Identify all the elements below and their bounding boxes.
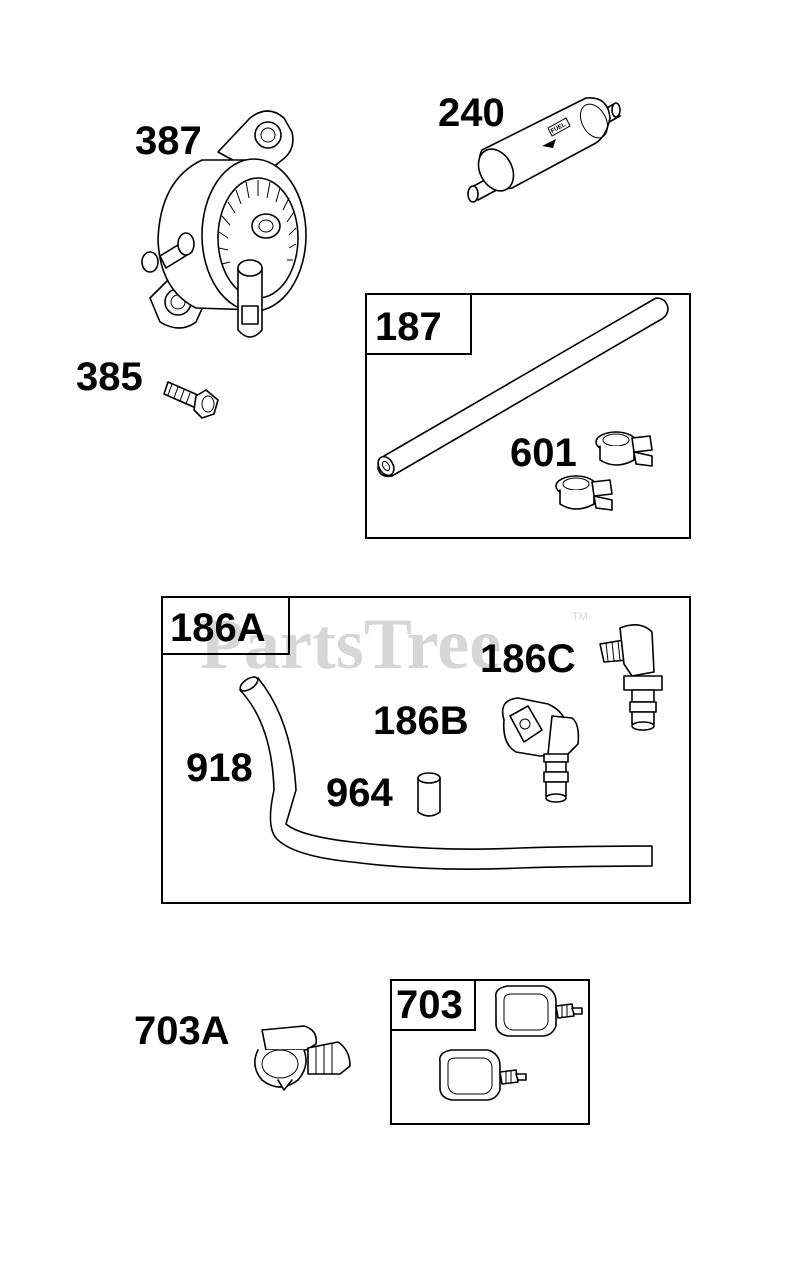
clamp-703-illustration[interactable] [438, 1049, 527, 1101]
hose-clamp-illustration[interactable] [555, 475, 613, 511]
part-label-601: 601 [510, 431, 577, 475]
part-label-964: 964 [326, 771, 393, 815]
hose-clamp-illustration[interactable] [595, 431, 653, 467]
fuel-hose-918-illustration[interactable] [238, 674, 653, 870]
fuel-line-kit-box [365, 293, 691, 539]
part-label-385: 385 [76, 355, 143, 399]
clamp-703-illustration[interactable] [494, 985, 583, 1037]
vent-valve-186B-illustration[interactable] [501, 697, 580, 803]
vent-valve-186C-illustration[interactable] [599, 624, 663, 731]
screw-illustration[interactable] [163, 381, 219, 419]
clamp-kit-box [390, 979, 590, 1125]
part-label-918: 918 [186, 746, 253, 790]
part-label-240: 240 [438, 91, 505, 135]
clip-703A-illustration[interactable] [254, 1025, 351, 1091]
fuel-line-tube-illustration[interactable] [375, 297, 669, 478]
box-label-187: 187 [375, 305, 442, 349]
part-label-186C: 186C [480, 637, 576, 681]
watermark-text: PartsTree [200, 604, 501, 684]
part-label-186B: 186B [373, 699, 469, 743]
vent-kit-box [161, 596, 691, 904]
fuel-pump-illustration[interactable] [141, 110, 307, 338]
sleeve-964-illustration[interactable] [417, 772, 441, 817]
part-label-387: 387 [135, 119, 202, 163]
watermark: PartsTree TM [200, 604, 588, 684]
fuel-filter-illustration[interactable]: FUEL [467, 97, 621, 203]
part-label-703A: 703A [134, 1009, 230, 1053]
box-label-703: 703 [396, 983, 463, 1027]
watermark-trademark: TM [572, 611, 588, 623]
box-label-186A: 186A [170, 606, 266, 650]
